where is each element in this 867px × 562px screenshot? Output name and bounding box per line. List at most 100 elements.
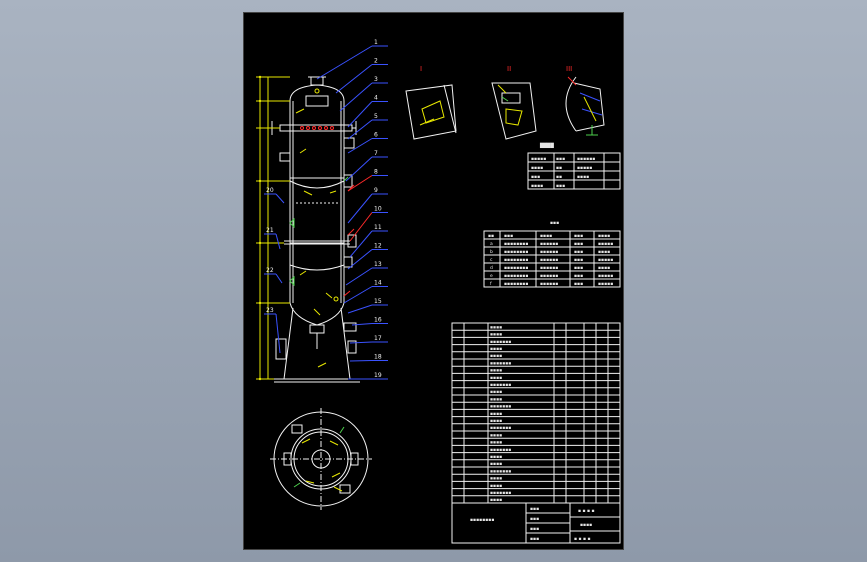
svg-text:▪▪▪▪▪▪: ▪▪▪▪▪▪ [577,157,595,162]
callout-leader [275,233,281,250]
svg-text:▪▪▪▪▪▪: ▪▪▪▪▪▪ [540,266,558,271]
svg-text:▪▪▪▪▪: ▪▪▪▪▪ [598,274,613,279]
svg-text:▪▪▪: ▪▪▪ [530,517,539,522]
svg-text:a: a [490,242,493,247]
detail-view-II: II [491,65,537,140]
callout-leader [349,212,373,242]
svg-text:████: ████ [539,142,554,149]
svg-text:▪▪: ▪▪ [488,234,494,239]
callout-number: 7 [374,150,378,157]
svg-text:▪▪▪▪▪▪▪▪: ▪▪▪▪▪▪▪▪ [504,250,528,255]
svg-text:▪▪▪▪: ▪▪▪▪ [531,184,543,189]
bom-cell: ▪▪▪▪ [490,412,502,417]
svg-text:▪▪▪▪▪▪▪▪: ▪▪▪▪▪▪▪▪ [504,266,528,271]
callout-number: 17 [374,335,382,342]
callout-number: 20 [266,187,274,194]
callout-leader [351,323,373,326]
bom-cell: ▪▪▪▪ [490,369,502,374]
svg-text:▪▪▪: ▪▪▪ [574,242,583,247]
svg-text:▪▪▪▪▪▪: ▪▪▪▪▪▪ [540,282,558,287]
callout-number: 14 [374,280,382,287]
svg-text:▪▪▪: ▪▪▪ [530,527,539,532]
bom-cell: ▪▪▪▪ [490,333,502,338]
svg-text:▪▪▪: ▪▪▪ [574,234,583,239]
callout-leader [275,313,281,354]
callout-leader [343,286,373,304]
svg-text:▪▪▪: ▪▪▪ [574,282,583,287]
bom-cell: ▪▪▪▪▪▪▪ [490,426,511,431]
callout-leader [316,45,373,80]
svg-text:b: b [490,249,493,255]
callout-leader [345,267,373,286]
bom-cell: ▪▪▪▪ [490,484,502,489]
svg-text:▪▪▪▪▪▪: ▪▪▪▪▪▪ [540,274,558,279]
technical-spec-table: ████ ▪▪▪▪▪▪▪▪▪▪▪▪▪▪ ▪▪▪▪▪▪▪▪▪▪▪ ▪▪▪▪▪▪▪▪… [527,142,621,190]
svg-text:▪ ▪ ▪ ▪: ▪ ▪ ▪ ▪ [578,509,595,514]
bom-cell: ▪▪▪▪ [490,498,502,503]
svg-text:▪▪▪: ▪▪▪ [574,274,583,279]
svg-text:▪▪▪: ▪▪▪ [530,507,539,512]
callout-number: 16 [374,317,382,324]
svg-text:▪▪▪▪: ▪▪▪▪ [531,166,543,171]
svg-text:▪▪▪: ▪▪▪ [574,250,583,255]
bom-cell: ▪▪▪▪ [490,441,502,446]
callout-number: 5 [374,113,378,120]
bom-cell: ▪▪▪▪ [490,419,502,424]
svg-text:▪▪▪: ▪▪▪ [550,221,559,226]
callout-leader [347,138,373,154]
callout-number: 9 [374,187,378,194]
callout-number: 6 [374,132,378,139]
callout-leader [349,230,373,258]
plan-view [270,408,372,510]
callout-number: 19 [374,372,382,379]
svg-text:c: c [490,258,493,263]
bom-cell: ▪▪▪▪ [490,354,502,359]
callout-leader [347,249,373,270]
detail-III-label: III [566,65,572,73]
svg-text:▪▪▪▪▪: ▪▪▪▪▪ [598,242,613,247]
dimension-lines [256,75,290,381]
callout-leader [347,304,373,314]
callout-number: 22 [266,267,274,274]
callout-leader [275,193,285,204]
svg-text:▪▪▪: ▪▪▪ [530,537,539,542]
callout-number: 15 [374,298,382,305]
detail-I-label: I [420,65,422,73]
bom-cell: ▪▪▪▪▪▪▪ [490,383,511,388]
bom-cell: ▪▪▪▪▪▪▪ [490,491,511,496]
svg-text:d: d [490,265,493,271]
bom-cell: ▪▪▪▪▪▪▪ [490,469,511,474]
callout-number: 10 [374,206,382,213]
callout-leader [347,193,373,224]
svg-text:▪▪▪▪: ▪▪▪▪ [577,175,589,180]
bom-cell: ▪▪▪▪▪▪▪ [490,405,511,410]
bom-cell: ▪▪▪▪ [490,462,502,467]
detail-view-I: I [405,65,457,140]
svg-text:▪▪▪▪: ▪▪▪▪ [598,234,610,239]
detail-II-label: II [507,65,511,73]
callout-leader [347,175,373,192]
callout-number: 3 [374,76,378,83]
svg-text:▪▪▪▪▪: ▪▪▪▪▪ [598,258,613,263]
callout-number: 18 [374,354,382,361]
callout-number: 13 [374,261,382,268]
svg-text:▪▪: ▪▪ [556,175,562,180]
svg-text:▪▪▪▪▪▪▪▪: ▪▪▪▪▪▪▪▪ [504,258,528,263]
svg-text:▪▪▪▪▪▪▪▪: ▪▪▪▪▪▪▪▪ [504,242,528,247]
svg-text:▪▪▪: ▪▪▪ [574,266,583,271]
parts-list-table: ▪▪▪▪▪▪▪▪▪▪▪▪▪▪▪▪▪▪▪▪▪▪▪▪▪▪▪▪▪▪▪▪▪▪▪▪▪▪▪▪… [451,322,621,504]
svg-text:▪▪▪: ▪▪▪ [574,258,583,263]
svg-text:▪▪▪▪▪▪▪▪: ▪▪▪▪▪▪▪▪ [504,274,528,279]
svg-text:▪▪▪▪▪: ▪▪▪▪▪ [577,166,592,171]
callout-leader [347,119,373,140]
callout-number: 21 [266,227,274,234]
svg-text:f: f [490,281,492,287]
svg-text:▪▪▪▪: ▪▪▪▪ [598,266,610,271]
bom-cell: ▪▪▪▪▪▪▪ [490,361,511,366]
bom-cell: ▪▪▪▪ [490,397,502,402]
bom-cell: ▪▪▪▪ [490,390,502,395]
callout-leader [347,101,373,128]
